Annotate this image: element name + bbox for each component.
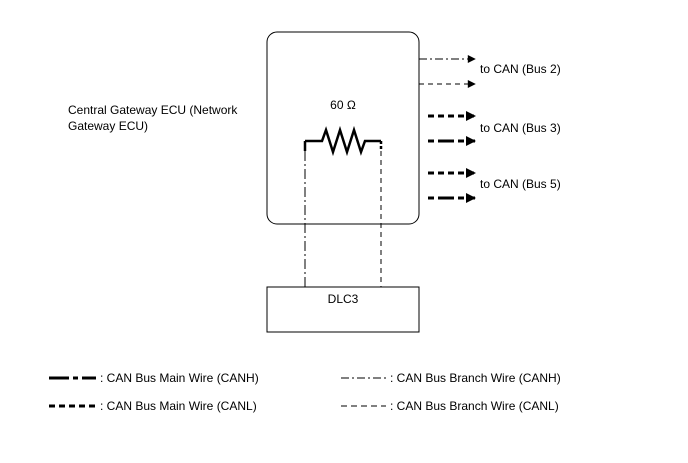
legend-main-canl-label: : CAN Bus Main Wire (CANL) xyxy=(100,399,257,413)
bus3-label: to CAN (Bus 3) xyxy=(480,121,561,135)
central-gateway-ecu-box xyxy=(266,31,420,225)
resistor-symbol xyxy=(305,125,381,157)
legend-branch-canh-label: : CAN Bus Branch Wire (CANH) xyxy=(390,371,561,385)
bus5-label: to CAN (Bus 5) xyxy=(480,177,561,191)
bus2-label: to CAN (Bus 2) xyxy=(480,62,561,76)
ecu-label-line1: Central Gateway ECU (Network xyxy=(68,103,238,117)
legend-branch-canl-label: : CAN Bus Branch Wire (CANL) xyxy=(390,399,559,413)
legend-main-canh-label: : CAN Bus Main Wire (CANH) xyxy=(100,371,259,385)
resistor-label: 60 Ω xyxy=(330,98,356,112)
dlc3-box xyxy=(266,286,420,333)
legend: : CAN Bus Main Wire (CANH) : CAN Bus Mai… xyxy=(49,371,561,413)
ecu-label-line2: Gateway ECU) xyxy=(68,119,148,133)
dlc3-label: DLC3 xyxy=(328,292,359,306)
